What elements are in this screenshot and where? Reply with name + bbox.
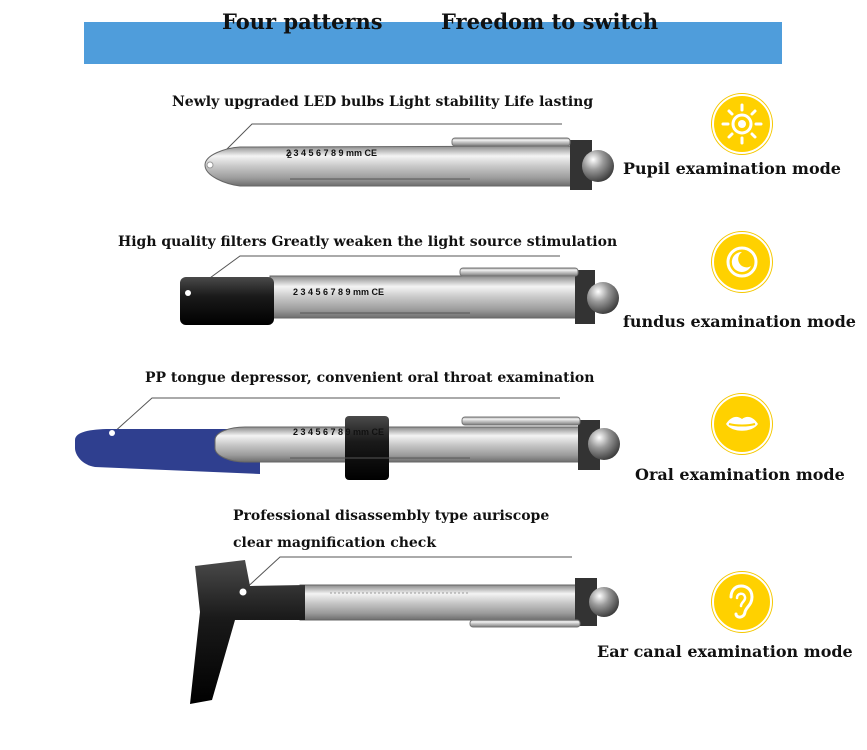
scale-numbers-1: 2 <box>287 150 292 160</box>
scale-row-3: 2 3 4 5 6 7 8 9 mm CE <box>293 427 384 437</box>
scale-numbers: 2 3 4 5 6 7 8 9 mm CE <box>293 427 385 437</box>
caption-oral: PP tongue depressor, convenient oral thr… <box>145 370 595 386</box>
penlight-oral <box>75 416 620 480</box>
caption-pupil: Newly upgraded LED bulbs Light stability… <box>172 94 594 110</box>
lips-icon <box>712 394 772 454</box>
ear-icon <box>712 572 772 632</box>
mode-label-oral: Oral examination mode <box>635 465 845 484</box>
header-banner <box>84 22 782 64</box>
scale-row-1: 2 3 4 5 6 7 8 9 mm CE <box>286 148 377 158</box>
penlight-pupil <box>204 137 614 190</box>
penlight-fundus <box>180 267 619 325</box>
eye-icon <box>712 232 772 292</box>
mode-label-fundus: fundus examination mode <box>623 312 856 331</box>
caption-ear-line1: Professional disassembly type auriscope <box>233 508 550 524</box>
mode-label-ear: Ear canal examination mode <box>597 642 853 661</box>
scale-row-2: 2 3 4 5 6 7 8 9 mm CE <box>293 287 384 297</box>
banner-title-right: Freedom to switch <box>441 9 659 34</box>
banner-title-left: Four patterns <box>222 9 383 34</box>
scale-numbers: 2 3 4 5 6 7 8 9 mm CE <box>286 148 378 158</box>
penlight-otoscope <box>190 560 619 704</box>
scale-numbers: 2 3 4 5 6 7 8 9 mm CE <box>293 287 385 297</box>
sun-icon <box>712 94 772 154</box>
caption-ear-line2: clear magnification check <box>233 535 437 551</box>
mode-label-pupil: Pupil examination mode <box>623 159 841 178</box>
caption-fundus: High quality filters Greatly weaken the … <box>118 234 618 250</box>
